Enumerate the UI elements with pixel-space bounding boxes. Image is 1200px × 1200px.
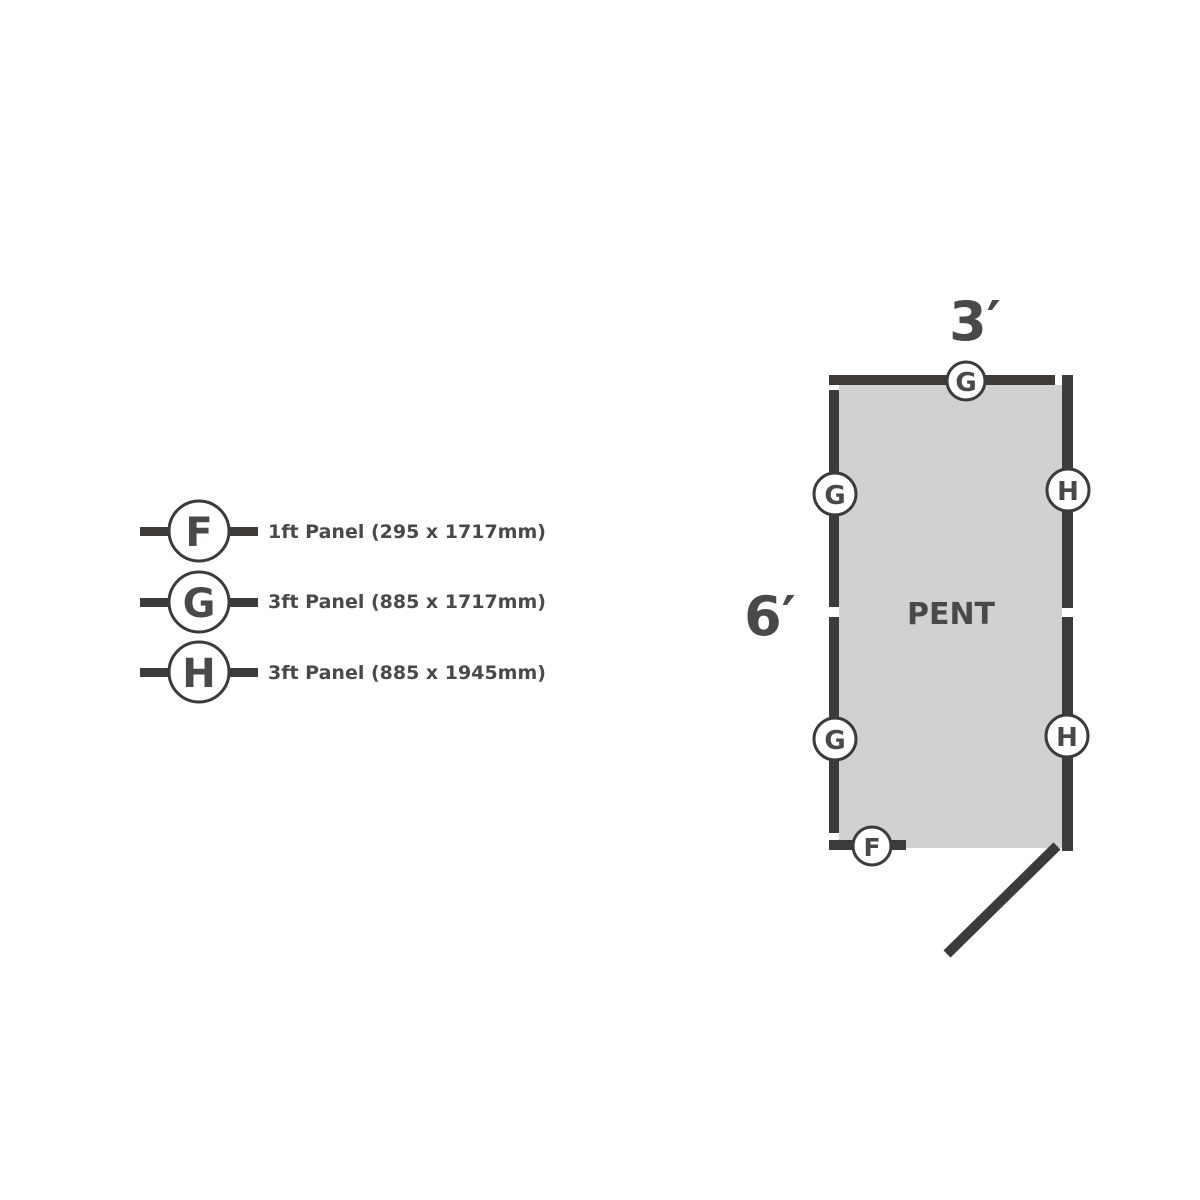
open-door: [943, 842, 1061, 958]
depth-dimension-label: 6′: [744, 585, 796, 648]
panel-marker-circle: [167, 499, 231, 563]
panel-marker-circle: [167, 640, 231, 704]
width-dimension-label: 3′: [949, 290, 1001, 353]
panel-code: H: [182, 651, 215, 697]
panel-marker-left-lower: G: [812, 716, 858, 762]
legend-item-g: G 3ft Panel (885 x 1717mm): [140, 570, 546, 634]
legend: F 1ft Panel (295 x 1717mm) G 3ft Panel (…: [140, 499, 546, 704]
svg-text:F: F: [863, 833, 880, 862]
panel-marker-front: F: [851, 825, 893, 867]
floor-area: [839, 385, 1062, 848]
legend-item-f: F 1ft Panel (295 x 1717mm): [140, 499, 546, 563]
legend-item-h: H 3ft Panel (885 x 1945mm): [140, 640, 546, 704]
back-wall: [829, 375, 1055, 385]
panel-marker-circle: [167, 570, 231, 634]
panel-marker-right-upper: H: [1045, 467, 1091, 513]
panel-description: 1ft Panel (295 x 1717mm): [268, 521, 546, 543]
floor-plan: G G G H H F 3′ 6′ PENT: [744, 290, 1091, 958]
panel-code: G: [183, 581, 216, 627]
panel-marker-right-lower: H: [1044, 713, 1090, 759]
panel-marker-left-upper: G: [812, 471, 858, 517]
svg-text:H: H: [1056, 723, 1078, 753]
shed-type-label: PENT: [907, 597, 996, 632]
svg-text:G: G: [824, 726, 845, 756]
panel-description: 3ft Panel (885 x 1945mm): [268, 662, 546, 684]
panel-marker-top: G: [945, 360, 987, 402]
panel-code: F: [185, 510, 212, 556]
svg-text:G: G: [824, 481, 845, 511]
svg-text:G: G: [955, 368, 976, 398]
svg-text:H: H: [1057, 477, 1079, 507]
panel-description: 3ft Panel (885 x 1717mm): [268, 591, 546, 613]
